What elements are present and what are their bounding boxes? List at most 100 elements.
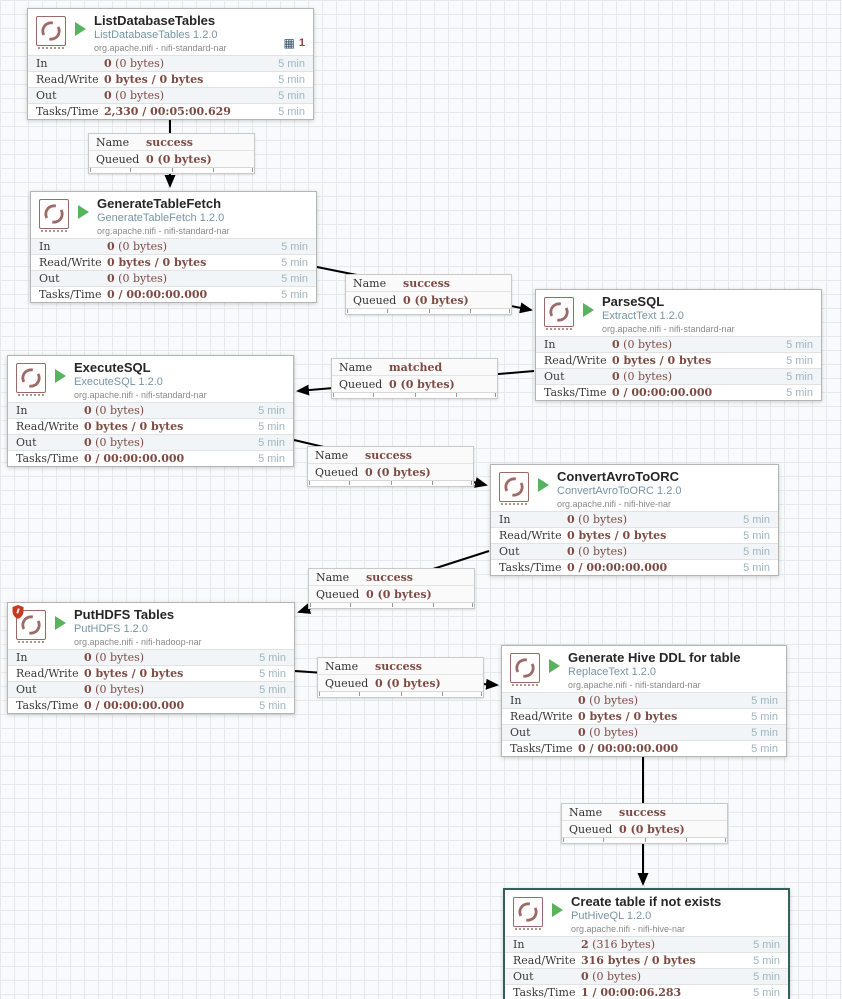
connection-label-0-success[interactable]: Name success Queued 0 (0 bytes) xyxy=(88,133,255,174)
relationship-name: success xyxy=(366,570,413,584)
processor-parse-sql[interactable]: ParseSQL ExtractText 1.2.0 org.apache.ni… xyxy=(535,289,822,401)
relationship-name: success xyxy=(619,805,666,819)
processor-convert-avro-to-orc[interactable]: ConvertAvroToORC ConvertAvroToORC 1.2.0 … xyxy=(490,464,779,576)
stat-value: 0 bytes / 0 bytes xyxy=(567,529,667,542)
stat-label: Tasks/Time xyxy=(16,699,79,712)
processor-stamp-icon xyxy=(39,199,69,232)
processor-generate-table-fetch[interactable]: GenerateTableFetch GenerateTableFetch 1.… xyxy=(30,191,317,303)
name-key: Name xyxy=(325,659,359,673)
stat-row-readwrite: Read/Write 0 bytes / 0 bytes 5 min xyxy=(31,254,316,270)
stat-label: Read/Write xyxy=(510,710,573,723)
processor-execute-sql[interactable]: ExecuteSQL ExecuteSQL 1.2.0 org.apache.n… xyxy=(7,355,294,467)
stat-window: 5 min xyxy=(281,288,308,301)
name-key: Name xyxy=(353,276,387,290)
stat-window: 5 min xyxy=(259,683,286,696)
processor-type: ExtractText 1.2.0 xyxy=(602,310,684,323)
stat-label: Tasks/Time xyxy=(510,742,573,755)
connection-name-row: Name success xyxy=(318,658,483,675)
stat-window: 5 min xyxy=(743,561,770,574)
relationship-name: matched xyxy=(389,360,443,374)
stat-window: 5 min xyxy=(278,105,305,118)
queued-key: Queued xyxy=(569,822,613,836)
stat-label: Read/Write xyxy=(544,354,607,367)
stat-row-readwrite: Read/Write 0 bytes / 0 bytes 5 min xyxy=(28,71,313,87)
stat-label: Out xyxy=(510,726,531,739)
connection-label-6-success[interactable]: Name success Queued 0 (0 bytes) xyxy=(561,803,728,844)
stat-window: 5 min xyxy=(786,338,813,351)
stat-value: 0 (0 bytes) xyxy=(578,726,639,739)
restricted-icon xyxy=(12,605,24,619)
processor-stamp-icon xyxy=(513,897,543,930)
stat-label: Out xyxy=(513,970,534,983)
processor-titles: Generate Hive DDL for table ReplaceText … xyxy=(568,646,786,691)
processor-titles: PutHDFS Tables PutHDFS 1.2.0 org.apache.… xyxy=(74,603,294,648)
processor-type: ListDatabaseTables 1.2.0 xyxy=(94,29,218,42)
stat-row-out: Out 0 (0 bytes) 5 min xyxy=(491,543,778,559)
connection-name-row: Name matched xyxy=(332,359,497,376)
processor-titles: ListDatabaseTables ListDatabaseTables 1.… xyxy=(94,9,313,54)
stat-value: 0 / 00:00:00.000 xyxy=(107,288,208,301)
stat-value: 0 bytes / 0 bytes xyxy=(578,710,678,723)
processor-list-database-tables[interactable]: ListDatabaseTables ListDatabaseTables 1.… xyxy=(27,8,314,120)
queued-key: Queued xyxy=(316,587,360,601)
stat-value: 0 / 00:00:00.000 xyxy=(84,452,185,465)
stat-label: Tasks/Time xyxy=(513,986,576,999)
name-key: Name xyxy=(96,135,130,149)
queued-key: Queued xyxy=(339,377,383,391)
stat-value: 1 / 00:00:06.283 xyxy=(581,986,682,999)
connection-name-row: Name success xyxy=(308,447,473,464)
processor-header: ConvertAvroToORC ConvertAvroToORC 1.2.0 … xyxy=(491,465,778,511)
processor-titles: Create table if not exists PutHiveQL 1.2… xyxy=(571,890,788,935)
processor-header: ExecuteSQL ExecuteSQL 1.2.0 org.apache.n… xyxy=(8,356,293,402)
processor-title: PutHDFS Tables xyxy=(74,607,175,622)
processor-type: PutHiveQL 1.2.0 xyxy=(571,910,652,923)
queued-value: 0 (0 bytes) xyxy=(146,152,212,166)
processor-generate-hive-ddl[interactable]: Generate Hive DDL for table ReplaceText … xyxy=(501,645,787,757)
stat-window: 5 min xyxy=(281,272,308,285)
stat-value: 0 bytes / 0 bytes xyxy=(107,256,207,269)
stat-row-readwrite: Read/Write 0 bytes / 0 bytes 5 min xyxy=(8,418,293,434)
stat-window: 5 min xyxy=(786,386,813,399)
stat-window: 5 min xyxy=(753,986,780,999)
queue-meter xyxy=(562,837,727,843)
connection-label-1-success[interactable]: Name success Queued 0 (0 bytes) xyxy=(345,274,512,315)
connection-label-3-success[interactable]: Name success Queued 0 (0 bytes) xyxy=(307,446,474,487)
queued-key: Queued xyxy=(325,676,369,690)
processor-create-table-if-not-exists[interactable]: Create table if not exists PutHiveQL 1.2… xyxy=(503,888,790,999)
processor-header: ParseSQL ExtractText 1.2.0 org.apache.ni… xyxy=(536,290,821,336)
queued-value: 0 (0 bytes) xyxy=(403,293,469,307)
processor-bundle: org.apache.nifi - nifi-hive-nar xyxy=(557,499,672,509)
processor-type: PutHDFS 1.2.0 xyxy=(74,623,148,636)
stat-value: 0 bytes / 0 bytes xyxy=(84,667,184,680)
processor-puthdfs-tables[interactable]: PutHDFS Tables PutHDFS 1.2.0 org.apache.… xyxy=(7,602,295,714)
processor-title: ConvertAvroToORC xyxy=(557,469,680,484)
relationship-name: success xyxy=(365,448,412,462)
processor-stamp-icon xyxy=(12,605,46,643)
name-key: Name xyxy=(316,570,350,584)
stat-row-out: Out 0 (0 bytes) 5 min xyxy=(8,434,293,450)
queued-key: Queued xyxy=(353,293,397,307)
stat-value: 0 bytes / 0 bytes xyxy=(84,420,184,433)
stat-value: 0 (0 bytes) xyxy=(107,240,168,253)
connection-queued-row: Queued 0 (0 bytes) xyxy=(332,376,497,392)
refresh-glyph xyxy=(515,658,535,678)
connection-label-2-matched[interactable]: Name matched Queued 0 (0 bytes) xyxy=(331,358,498,399)
run-status-icon xyxy=(583,303,594,317)
stat-value: 0 (0 bytes) xyxy=(612,338,673,351)
stat-row-readwrite: Read/Write 0 bytes / 0 bytes 5 min xyxy=(8,665,294,681)
stat-value: 2 (316 bytes) xyxy=(581,938,656,951)
stat-row-tasks: Tasks/Time 0 / 00:00:00.000 5 min xyxy=(8,450,293,466)
stat-row-out: Out 0 (0 bytes) 5 min xyxy=(8,681,294,697)
processor-titles: ConvertAvroToORC ConvertAvroToORC 1.2.0 … xyxy=(557,465,778,510)
stat-row-out: Out 0 (0 bytes) 5 min xyxy=(536,368,821,384)
refresh-glyph xyxy=(21,368,41,388)
connection-label-4-success[interactable]: Name success Queued 0 (0 bytes) xyxy=(308,568,475,609)
processor-type: ExecuteSQL 1.2.0 xyxy=(74,376,163,389)
stat-window: 5 min xyxy=(259,699,286,712)
processor-title: Create table if not exists xyxy=(571,894,722,909)
connection-label-5-success[interactable]: Name success Queued 0 (0 bytes) xyxy=(317,657,484,698)
stat-row-tasks: Tasks/Time 0 / 00:00:00.000 5 min xyxy=(536,384,821,400)
processor-header: PutHDFS Tables PutHDFS 1.2.0 org.apache.… xyxy=(8,603,294,649)
stat-window: 5 min xyxy=(786,370,813,383)
